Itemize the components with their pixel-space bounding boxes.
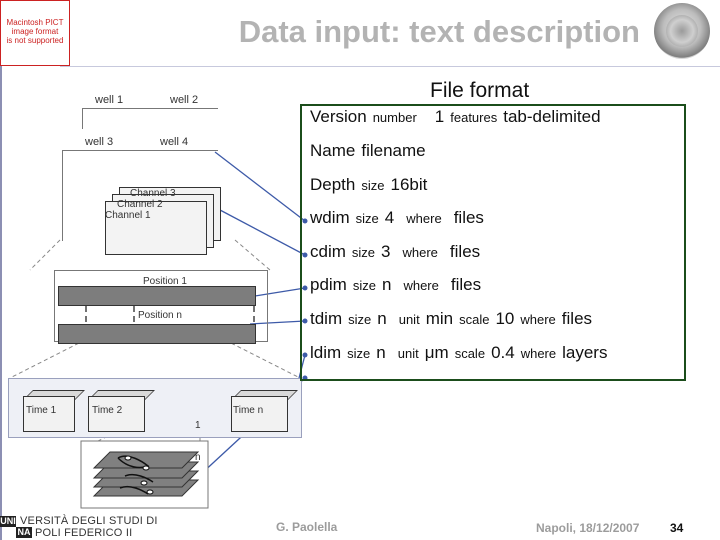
channel-card-1 [105,201,207,255]
wells-row-2 [62,150,218,241]
university-logo-text-bottom: POLI FEDERICO II [35,527,133,539]
well-2-label: well 2 [170,94,199,106]
position-n-bar [58,324,256,344]
university-logo-mark-top: UNI [0,516,16,527]
position-1-label: Position 1 [143,276,187,287]
university-logo-mark-bottom: NA [16,527,32,538]
file-format-title: File format [430,79,530,102]
time-n-label: Time n [233,405,264,416]
university-seal-icon [654,3,710,59]
university-logo-text-top: VERSITÀ DEGLI STUDI DI [20,515,158,527]
channel-3-label: Channel 3 [130,188,176,199]
position-1-bar [58,286,256,306]
wells-row-1 [82,108,218,129]
channel-2-label: Channel 2 [117,199,163,210]
time-2-cube [88,396,145,432]
well-4-label: well 4 [160,136,189,148]
slide-title: Data input: text description [238,14,640,49]
well-3-label: well 3 [85,136,114,148]
time-n-cube [231,396,288,432]
channel-1-label: Channel 1 [105,210,151,221]
file-format-box [300,104,686,381]
footer-date: Napoli, 18/12/2007 [536,521,640,535]
unsupported-image-placeholder: Macintosh PICT image format is not suppo… [0,0,70,66]
footer-author: G. Paolella [276,520,338,534]
slide-frame-left [0,66,2,540]
time-1-label: Time 1 [26,405,57,416]
slide-frame-top [60,66,720,67]
position-n-label: Position n [138,310,182,321]
z-label-1: 1 [195,420,201,431]
time-1-cube [23,396,75,432]
page-number: 34 [670,521,684,535]
z-stack-layers [80,440,209,509]
well-1-label: well 1 [95,94,124,106]
z-label-n: n [195,452,201,463]
time-2-label: Time 2 [92,405,123,416]
